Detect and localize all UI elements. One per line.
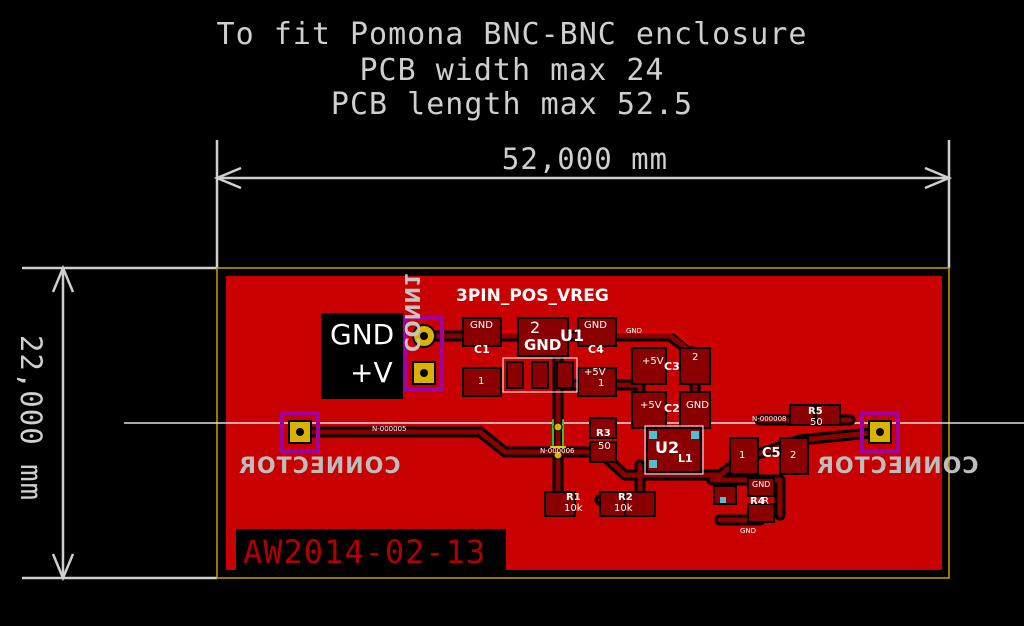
connector-left-label: CONNECTOR [238,454,401,479]
c5-ref: C5 [762,446,781,461]
net-mid-label: N-000006 [540,447,575,455]
small-pads [649,431,726,503]
c2-pad-5v: +5V [640,400,662,411]
title-line-2: PCB width max 24 [359,53,665,88]
c4-pad-1: 1 [598,378,605,389]
c2-pad-gnd: GND [686,400,709,411]
c5-pad-2: 2 [790,450,797,461]
r2-value: 10k [614,503,633,514]
c4-pad-gnd: GND [584,320,607,331]
bnc-left-highlight [280,411,320,453]
title-line-3: PCB length max 52.5 [330,87,694,122]
width-dimension [213,140,953,268]
vplus-label: +V [350,356,393,389]
l1-ref: L1 [678,452,693,465]
power-label-block [321,313,403,399]
smd-pads [462,317,841,523]
c3-pad-2: 2 [692,352,699,363]
vias [553,422,563,460]
bnc-right-highlight [860,411,900,453]
c2-ref: C2 [664,402,680,415]
net-right-label: N-000008 [752,415,787,423]
height-dimension-label: 22,000 mm [14,334,48,502]
gnd-label: GND [330,318,395,351]
r5-ref: R5 [808,406,823,417]
r3-ref: R3 [596,428,611,439]
component-outlines [502,357,704,475]
header-highlight [404,316,444,392]
r1-value: 10k [564,503,583,514]
date-label-block [236,529,506,575]
u1-gnd-label: GND [524,336,562,354]
u1-ref: U1 [560,326,585,345]
net-left-label: N-000005 [372,425,407,433]
c4-pad-5v: +5V [584,367,606,378]
r3-value: 50 [598,441,611,452]
r5-value: 50 [810,417,823,428]
date-label: AW2014-02-13 [243,533,487,571]
board-name-label: 3PIN_POS_VREG [456,286,609,306]
height-dimension [22,264,217,582]
c4-ref: C4 [588,343,604,356]
c5-pad-1: 1 [739,450,746,461]
c1-ref: C1 [474,343,490,356]
net-gnd-label-2: GND [740,527,757,535]
connector-right-label: CONNECTOR [816,454,979,479]
u1-pin-label: 2 [530,318,541,337]
r4-ref: R4 [750,496,765,507]
c1-pad-1: 1 [478,376,485,387]
r4-pad-gnd: GND [752,480,771,489]
r4-value: R [762,496,769,507]
c3-pad-5v: +5V [642,356,664,367]
r1-ref: R1 [566,492,581,503]
net-gnd-label: GND [626,327,643,335]
c1-pad-gnd: GND [470,320,493,331]
width-dimension-label: 52,000 mm [501,142,669,176]
title-line-1: To fit Pomona BNC-BNC enclosure [216,17,808,52]
r2-ref: R2 [618,492,633,503]
c3-ref: C3 [664,360,680,373]
header-ref-label: CONN1 [400,272,424,352]
u2-ref: U2 [655,438,680,457]
